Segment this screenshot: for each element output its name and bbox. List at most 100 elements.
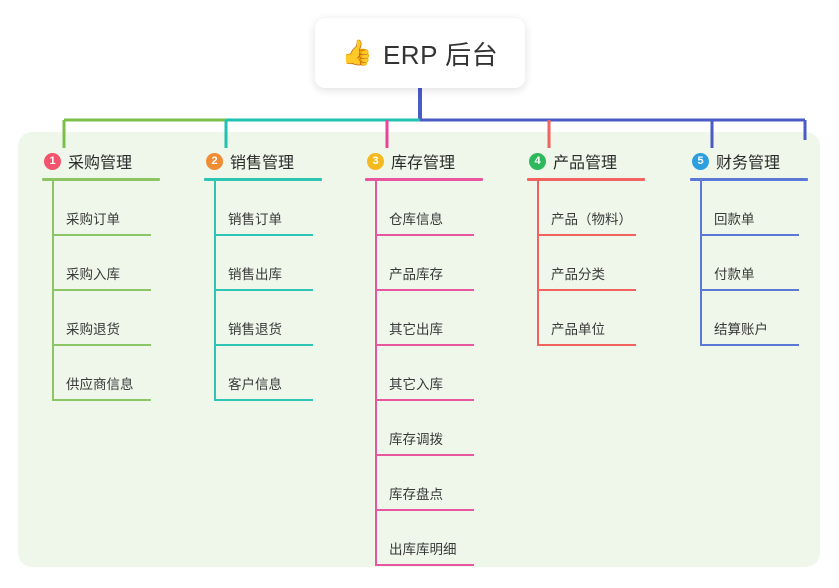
- column-rule-4: [527, 178, 645, 181]
- column-badge-5: 5: [692, 152, 709, 170]
- column-2: 2 销售管理销售订单销售出库销售退货客户信息: [204, 148, 364, 401]
- leaf-rule: [52, 234, 151, 236]
- leaf-label: 采购订单: [66, 212, 120, 227]
- column-items-3: 仓库信息产品库存其它出库其它入库库存调拨库存盘点出库库明细: [375, 181, 525, 566]
- leaf-node[interactable]: 产品库存: [375, 236, 525, 291]
- column-items-5: 回款单付款单结算账户: [700, 181, 839, 346]
- thumbs-up-icon: 👍: [341, 38, 373, 67]
- column-rule-5: [690, 178, 808, 181]
- leaf-rule: [52, 344, 151, 346]
- leaf-label: 客户信息: [228, 377, 282, 392]
- leaf-node[interactable]: 供应商信息: [52, 346, 202, 401]
- column-header-2[interactable]: 2 销售管理: [204, 148, 364, 174]
- column-1: 1 采购管理采购订单采购入库采购退货供应商信息: [42, 148, 202, 401]
- leaf-rule: [375, 289, 474, 291]
- column-items-2: 销售订单销售出库销售退货客户信息: [214, 181, 364, 401]
- column-spine-5: [700, 181, 702, 346]
- leaf-node[interactable]: 产品单位: [537, 291, 687, 346]
- column-rule-2: [204, 178, 322, 181]
- column-title-3: 库存管理: [391, 155, 456, 172]
- leaf-label: 供应商信息: [66, 377, 134, 392]
- leaf-rule: [700, 234, 799, 236]
- column-spine-1: [52, 181, 54, 401]
- leaf-label: 出库库明细: [389, 542, 457, 557]
- leaf-rule: [537, 289, 636, 291]
- root-node-content: 👍 ERP 后台: [342, 35, 498, 72]
- column-header-3[interactable]: 3 库存管理: [365, 148, 525, 174]
- leaf-label: 库存盘点: [389, 487, 443, 502]
- column-spine-4: [537, 181, 539, 346]
- leaf-node[interactable]: 产品（物料）: [537, 181, 687, 236]
- diagram-panel: [18, 132, 820, 567]
- leaf-node[interactable]: 库存盘点: [375, 456, 525, 511]
- leaf-node[interactable]: 采购订单: [52, 181, 202, 236]
- leaf-label: 产品单位: [551, 322, 605, 337]
- column-5: 5 财务管理回款单付款单结算账户: [690, 148, 839, 346]
- column-header-5[interactable]: 5 财务管理: [690, 148, 839, 174]
- column-items-1: 采购订单采购入库采购退货供应商信息: [52, 181, 202, 401]
- leaf-rule: [700, 344, 799, 346]
- column-spine-2: [214, 181, 216, 401]
- column-badge-2: 2: [206, 152, 223, 170]
- leaf-rule: [214, 399, 313, 401]
- column-spine-3: [375, 181, 377, 566]
- column-badge-3: 3: [367, 152, 384, 170]
- leaf-label: 销售退货: [228, 322, 282, 337]
- root-title: ERP 后台: [382, 39, 499, 70]
- leaf-node[interactable]: 销售退货: [214, 291, 364, 346]
- column-badge-4: 4: [529, 152, 546, 170]
- leaf-rule: [537, 234, 636, 236]
- leaf-rule: [375, 564, 474, 566]
- leaf-label: 产品（物料）: [551, 212, 632, 227]
- column-items-4: 产品（物料） 产品分类产品单位: [537, 181, 687, 346]
- leaf-label: 仓库信息: [389, 212, 443, 227]
- leaf-node[interactable]: 采购入库: [52, 236, 202, 291]
- root-node-erp-backend[interactable]: 👍 ERP 后台: [315, 18, 525, 88]
- leaf-rule: [375, 344, 474, 346]
- column-rule-1: [42, 178, 160, 181]
- leaf-node[interactable]: 回款单: [700, 181, 839, 236]
- column-title-4: 产品管理: [553, 155, 618, 172]
- leaf-rule: [375, 234, 474, 236]
- leaf-node[interactable]: 付款单: [700, 236, 839, 291]
- leaf-label: 结算账户: [714, 322, 768, 337]
- leaf-label: 库存调拨: [389, 432, 443, 447]
- leaf-node[interactable]: 销售订单: [214, 181, 364, 236]
- leaf-rule: [537, 344, 636, 346]
- leaf-label: 销售订单: [228, 212, 282, 227]
- leaf-node[interactable]: 仓库信息: [375, 181, 525, 236]
- leaf-rule: [375, 454, 474, 456]
- column-title-1: 采购管理: [68, 155, 133, 172]
- leaf-label: 采购退货: [66, 322, 120, 337]
- leaf-rule: [700, 289, 799, 291]
- leaf-label: 产品库存: [389, 267, 443, 282]
- column-header-4[interactable]: 4 产品管理: [527, 148, 687, 174]
- leaf-node[interactable]: 其它出库: [375, 291, 525, 346]
- leaf-label: 其它入库: [389, 377, 443, 392]
- column-rule-3: [365, 178, 483, 181]
- leaf-rule: [52, 289, 151, 291]
- leaf-node[interactable]: 采购退货: [52, 291, 202, 346]
- leaf-node[interactable]: 产品分类: [537, 236, 687, 291]
- leaf-node[interactable]: 销售出库: [214, 236, 364, 291]
- leaf-node[interactable]: 出库库明细: [375, 511, 525, 566]
- leaf-rule: [214, 289, 313, 291]
- leaf-node[interactable]: 结算账户: [700, 291, 839, 346]
- leaf-rule: [214, 344, 313, 346]
- column-header-1[interactable]: 1 采购管理: [42, 148, 202, 174]
- column-title-2: 销售管理: [230, 155, 295, 172]
- leaf-label: 产品分类: [551, 267, 605, 282]
- leaf-rule: [375, 509, 474, 511]
- leaf-rule: [375, 399, 474, 401]
- leaf-rule: [214, 234, 313, 236]
- leaf-rule: [52, 399, 151, 401]
- leaf-label: 付款单: [714, 267, 755, 282]
- column-badge-1: 1: [44, 152, 61, 170]
- column-title-5: 财务管理: [716, 155, 781, 172]
- leaf-node[interactable]: 客户信息: [214, 346, 364, 401]
- leaf-label: 采购入库: [66, 267, 120, 282]
- leaf-node[interactable]: 库存调拨: [375, 401, 525, 456]
- leaf-node[interactable]: 其它入库: [375, 346, 525, 401]
